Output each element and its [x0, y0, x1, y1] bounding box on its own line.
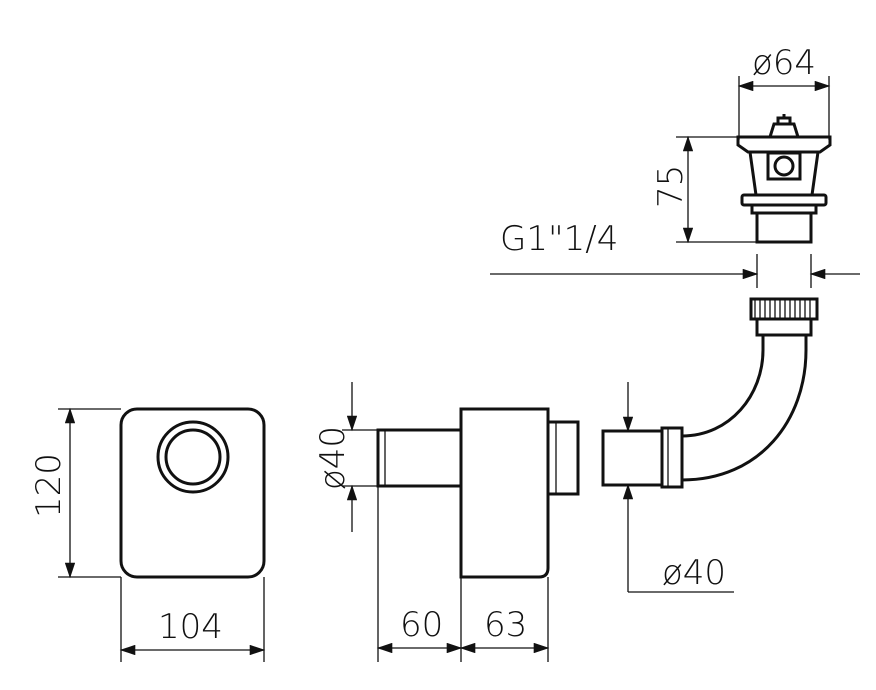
- bent-pipe: [601, 297, 819, 489]
- dimension-outlet-left: ø40: [313, 382, 378, 532]
- label-pop-up-diameter: ø64: [752, 43, 816, 83]
- dimension-pop-up-diameter: ø64: [737, 43, 831, 140]
- dimension-front-width: 104: [119, 577, 266, 662]
- label-pipe-length: 60: [400, 605, 443, 645]
- label-outlet-right: ø40: [662, 553, 726, 593]
- pop-up-waste: [736, 114, 832, 244]
- label-pop-up-height: 75: [651, 165, 691, 208]
- dimension-front-height: 120: [29, 407, 121, 579]
- front-view: [119, 407, 266, 579]
- label-thread: G1"1/4: [500, 219, 618, 259]
- side-view: [376, 407, 580, 579]
- label-body-depth: 63: [484, 605, 527, 645]
- dimension-side-lengths: 60 63: [376, 486, 550, 662]
- label-front-height: 120: [29, 453, 69, 518]
- dimension-outlet-right: ø40: [622, 382, 734, 593]
- dimension-pop-up-height: 75: [651, 135, 760, 244]
- label-front-width: 104: [158, 607, 223, 647]
- label-outlet-left: ø40: [313, 426, 353, 490]
- dimension-thread: G1"1/4: [490, 219, 860, 288]
